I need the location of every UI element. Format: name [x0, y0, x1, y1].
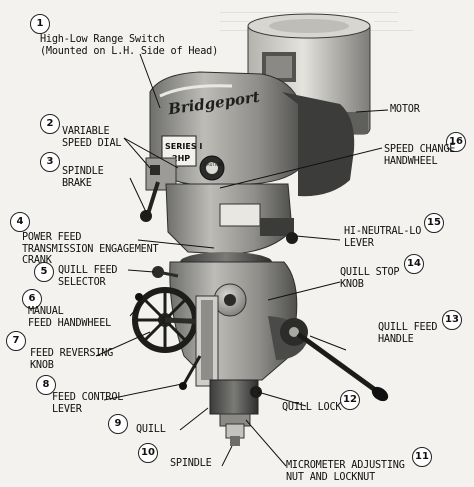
label-quill-lock: QUILL LOCK	[282, 402, 342, 413]
label-spindle: SPINDLE	[170, 458, 212, 469]
callout-number-16: 16	[446, 132, 466, 152]
spindle-brake-lever	[140, 181, 160, 222]
label-high-low-range-switch: High-Low Range Switch(Mounted on L.H. Si…	[40, 34, 219, 57]
callout-number-13: 13	[442, 310, 462, 330]
callout-number-12: 12	[340, 390, 360, 410]
hp-plate-text: 2HP	[172, 154, 190, 163]
label-quill: QUILL	[136, 424, 166, 435]
callout-number-3: 3	[40, 152, 60, 172]
quill-column	[152, 266, 262, 446]
callout-number-10: 10	[138, 443, 158, 463]
callout-number-4: 4	[10, 212, 30, 232]
callout-number-11: 11	[412, 447, 432, 467]
callout-number-8: 8	[36, 375, 56, 395]
belt-housing: Bridgeport	[149, 71, 355, 197]
callout-number-14: 14	[404, 254, 424, 274]
quill-feed-handle-shape	[296, 331, 389, 402]
callout-number-1: 1	[30, 14, 50, 34]
leader-lines	[95, 53, 389, 467]
gear-housing	[165, 183, 298, 272]
callout-number-15: 15	[424, 213, 444, 233]
callout-number-6: 6	[22, 289, 42, 309]
callout-number-2: 2	[40, 114, 60, 134]
caution-plate-text: CAUTION	[204, 162, 222, 167]
callout-number-7: 7	[6, 331, 26, 351]
callout-number-5: 5	[34, 262, 54, 282]
callout-number-9: 9	[108, 414, 128, 434]
series-plate-text: SERIES I	[165, 142, 202, 151]
label-motor: MOTOR	[390, 104, 420, 115]
